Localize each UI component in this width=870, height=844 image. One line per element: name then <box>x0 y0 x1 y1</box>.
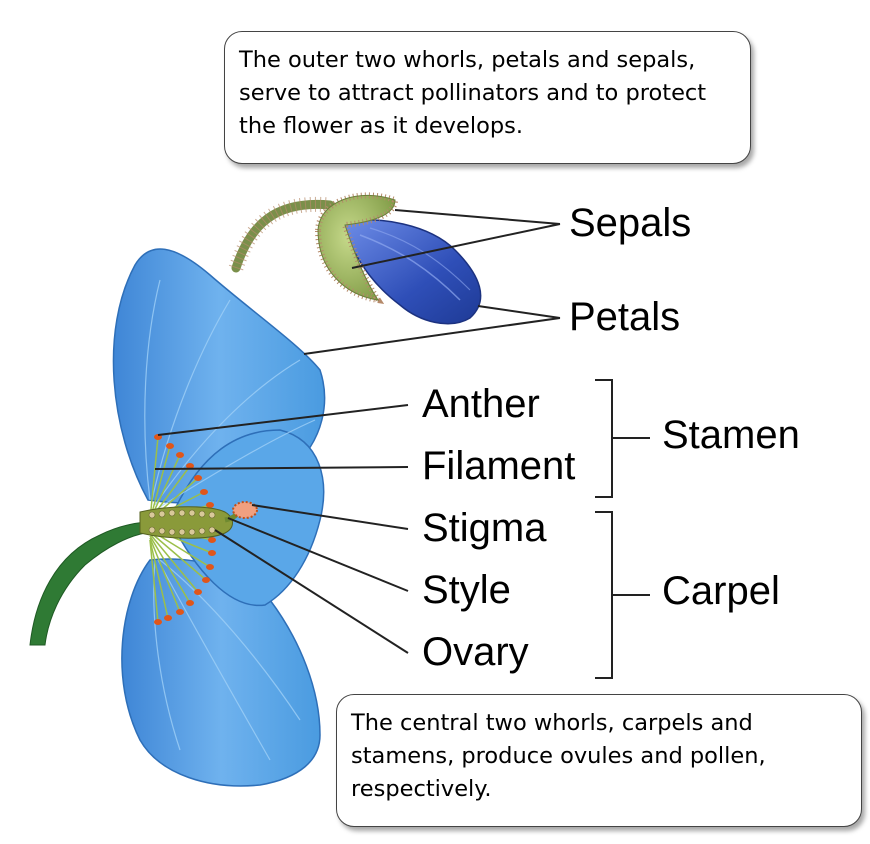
leader-lines <box>154 209 650 679</box>
label-stamen: Stamen <box>662 413 800 457</box>
carpel-structure <box>139 501 258 539</box>
stigma-mark <box>232 501 258 519</box>
leader-line-stigma <box>251 504 409 530</box>
leader-line-style <box>227 517 409 592</box>
bud-stem <box>228 196 335 273</box>
bud-petals <box>338 219 482 325</box>
leader-line-sepals-1 <box>394 209 561 225</box>
bud-sepals <box>314 192 399 304</box>
leader-line-sepals-2 <box>351 223 561 269</box>
petal-veins <box>144 279 316 761</box>
callout-central-whorls: The central two whorls, carpels and stam… <box>336 694 862 827</box>
leader-line-petals-1 <box>477 305 561 319</box>
leader-line-anther <box>157 404 409 436</box>
leader-line-ovary <box>214 529 409 654</box>
callout-outer-whorls-text: The outer two whorls, petals and sepals,… <box>239 47 707 139</box>
callout-outer-whorls: The outer two whorls, petals and sepals,… <box>224 31 751 164</box>
label-anther: Anther <box>422 382 540 426</box>
label-stigma: Stigma <box>422 506 547 550</box>
label-petals: Petals <box>569 295 681 339</box>
leader-line-filament <box>154 466 409 470</box>
label-ovary: Ovary <box>422 630 529 674</box>
leader-line-petals-2 <box>303 317 561 355</box>
label-carpel: Carpel <box>662 569 780 613</box>
label-style: Style <box>422 568 511 612</box>
label-sepals: Sepals <box>569 201 692 245</box>
stamen-bracket <box>595 379 613 498</box>
carpel-bracket <box>595 511 613 679</box>
callout-central-whorls-text: The central two whorls, carpels and stam… <box>351 710 766 802</box>
label-filament: Filament <box>422 444 576 488</box>
